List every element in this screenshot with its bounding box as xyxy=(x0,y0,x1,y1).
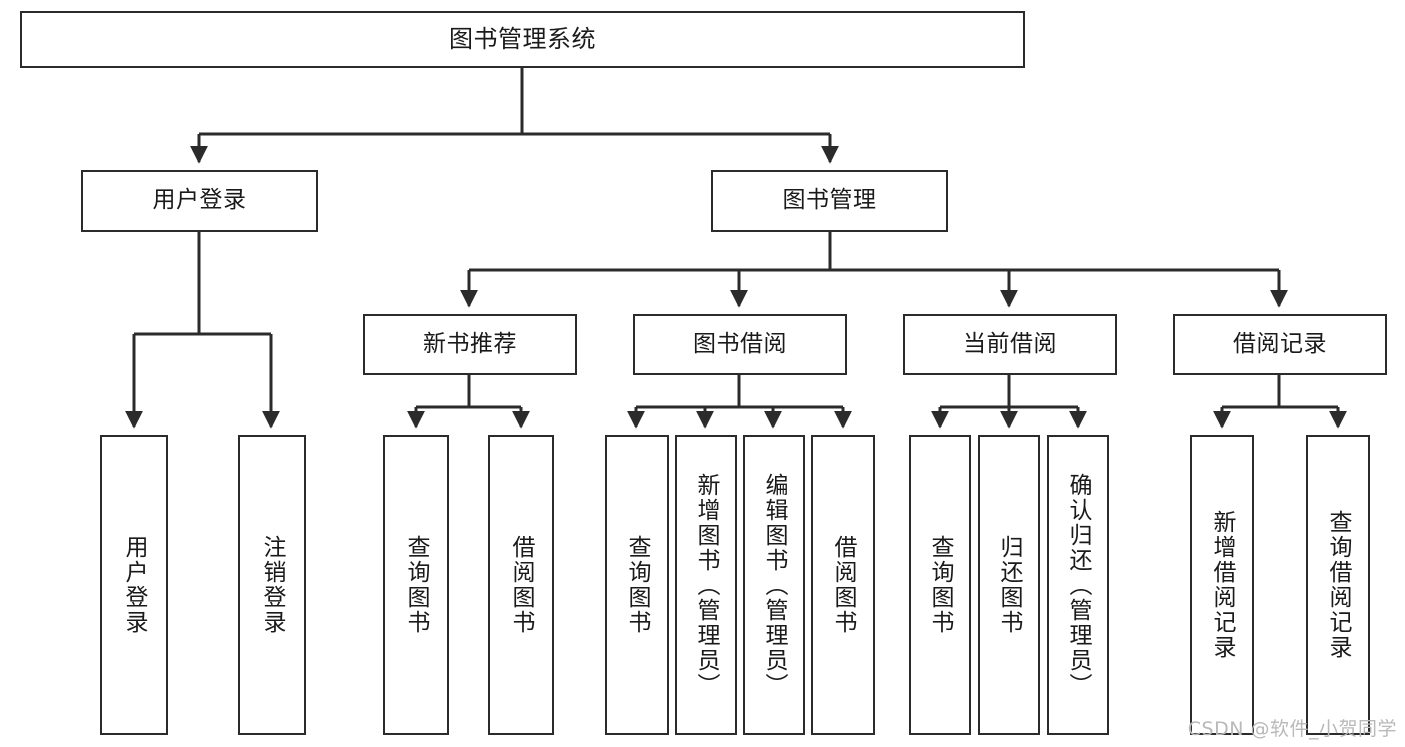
node-label: 当前借阅 xyxy=(963,330,1057,357)
leaf-user-login-login[interactable]: 用户登录 xyxy=(100,435,168,735)
node-label: 新增借阅记录 xyxy=(1209,510,1236,660)
node-label: 编辑图书（管理员） xyxy=(761,472,788,698)
leaf-borrow-edit-book-admin[interactable]: 编辑图书（管理员） xyxy=(743,435,805,735)
node-label: 确认归还（管理员） xyxy=(1065,472,1092,698)
node-root-book-management-system[interactable]: 图书管理系统 xyxy=(20,11,1025,68)
node-label: 图书管理系统 xyxy=(449,25,596,54)
node-book-management[interactable]: 图书管理 xyxy=(711,170,948,232)
leaf-user-login-logout[interactable]: 注销登录 xyxy=(238,435,306,735)
node-current-borrow[interactable]: 当前借阅 xyxy=(903,314,1117,375)
node-label: 查询图书 xyxy=(927,535,954,635)
node-label: 用户登录 xyxy=(152,187,247,214)
leaf-current-return-book[interactable]: 归还图书 xyxy=(978,435,1040,735)
node-label: 图书借阅 xyxy=(693,330,787,357)
node-label: 查询借阅记录 xyxy=(1325,510,1352,660)
node-label: 用户登录 xyxy=(121,535,148,635)
leaf-current-confirm-return-admin[interactable]: 确认归还（管理员） xyxy=(1047,435,1109,735)
node-label: 归还图书 xyxy=(996,535,1023,635)
node-label: 注销登录 xyxy=(259,535,286,635)
node-label: 图书管理 xyxy=(782,187,877,214)
leaf-recommend-query-book[interactable]: 查询图书 xyxy=(383,435,449,735)
leaf-borrow-query-book[interactable]: 查询图书 xyxy=(605,435,669,735)
node-label: 新书推荐 xyxy=(423,330,517,357)
node-new-book-recommend[interactable]: 新书推荐 xyxy=(363,314,577,375)
leaf-borrow-borrow-book[interactable]: 借阅图书 xyxy=(811,435,875,735)
watermark-text: CSDN @软件_小贺同学 xyxy=(1187,718,1397,740)
node-label: 查询图书 xyxy=(403,535,430,635)
leaf-borrow-add-book-admin[interactable]: 新增图书（管理员） xyxy=(675,435,737,735)
node-label: 查询图书 xyxy=(624,535,651,635)
node-borrow-record[interactable]: 借阅记录 xyxy=(1173,314,1387,375)
leaf-recommend-borrow-book[interactable]: 借阅图书 xyxy=(488,435,554,735)
node-label: 借阅图书 xyxy=(830,535,857,635)
leaf-record-add-borrow-record[interactable]: 新增借阅记录 xyxy=(1190,435,1254,735)
node-user-login[interactable]: 用户登录 xyxy=(81,170,318,232)
leaf-current-query-book[interactable]: 查询图书 xyxy=(909,435,971,735)
node-label: 借阅记录 xyxy=(1233,330,1327,357)
leaf-record-query-borrow-record[interactable]: 查询借阅记录 xyxy=(1306,435,1370,735)
node-label: 新增图书（管理员） xyxy=(693,472,720,698)
node-label: 借阅图书 xyxy=(508,535,535,635)
node-book-borrow[interactable]: 图书借阅 xyxy=(633,314,847,375)
